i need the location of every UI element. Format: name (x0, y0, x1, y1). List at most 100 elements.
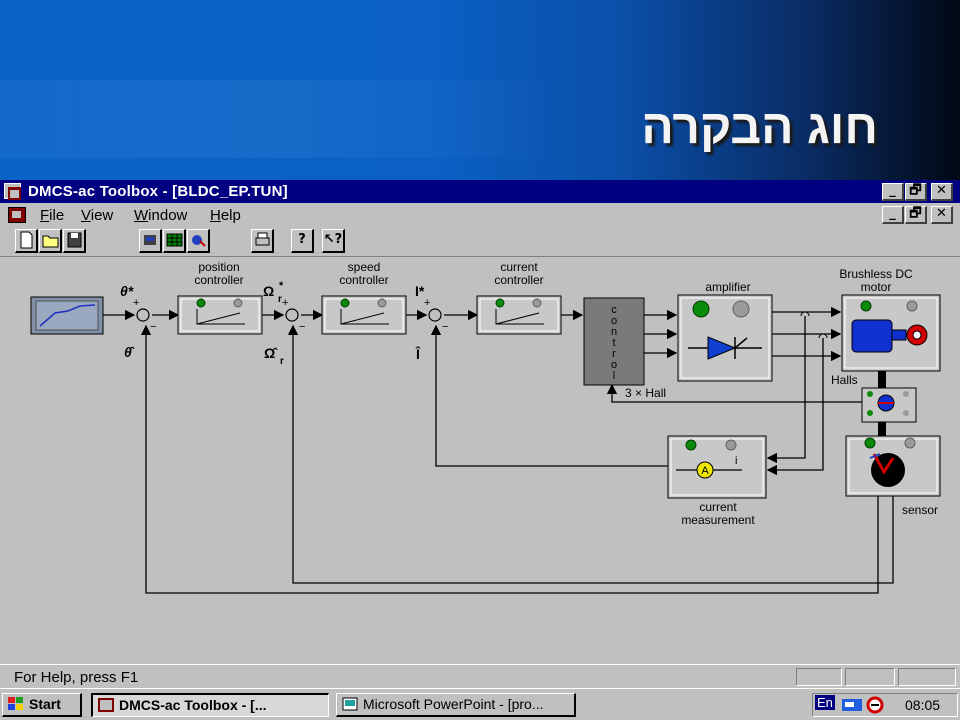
ammeter-label: A (701, 465, 709, 477)
menu-bar: File View Window Help _ 🗗 ✕ (0, 203, 960, 227)
current-measurement-i: i (735, 455, 737, 467)
wire-current-feedback (430, 324, 668, 467)
doc-minimize-button[interactable]: _ (882, 206, 904, 224)
sum-junction-current (428, 308, 442, 322)
status-help-text: For Help, press F1 (14, 669, 139, 686)
svg-text:*: * (279, 280, 284, 292)
language-indicator[interactable]: En (815, 695, 835, 710)
wire-halls-to-control (606, 383, 862, 403)
close-button[interactable]: ✕ (931, 183, 953, 201)
speed-controller-block (321, 295, 407, 335)
menu-help-label: elp (220, 207, 241, 224)
slide-header-band (0, 80, 960, 158)
app-icon[interactable] (4, 183, 21, 200)
sign-minus: − (150, 321, 156, 333)
amplifier-led-off (732, 300, 750, 318)
motor-shaft (878, 368, 886, 478)
minimize-button[interactable]: _ (882, 183, 904, 201)
motor-icon (851, 319, 893, 353)
title-bar[interactable]: DMCS-ac Toolbox - [BLDC_EP.TUN] _ 🗗 ✕ (0, 180, 960, 203)
window-title: DMCS-ac Toolbox - [BLDC_EP.TUN] (28, 183, 288, 200)
menu-file-label: ile (49, 207, 65, 224)
svg-text:t: t (612, 337, 615, 349)
sign-minus: − (442, 321, 448, 333)
restore-button[interactable]: 🗗 (905, 183, 927, 201)
wire-position-feedback (140, 324, 879, 594)
label-theta-ref: θ* (120, 283, 134, 299)
doc-close-button[interactable]: ✕ (931, 206, 953, 224)
label-omega-ref-sub: r (278, 294, 282, 305)
menu-view[interactable]: View (81, 207, 113, 224)
motor-label-1: Brushless DC (839, 267, 913, 281)
label-omega-ref: Ω (263, 283, 274, 299)
menu-file[interactable]: File (40, 207, 64, 224)
context-help-icon[interactable]: ↖? (322, 229, 345, 253)
menu-help-accel: H (210, 207, 221, 224)
tray-app-icon[interactable] (865, 696, 885, 714)
tune-icon[interactable] (187, 229, 210, 253)
svg-text:o: o (611, 359, 617, 371)
sign-plus: + (133, 297, 139, 309)
svg-text:l: l (613, 370, 615, 382)
task-powerpoint-label: Microsoft PowerPoint - [pro... (363, 696, 544, 712)
connect-icon[interactable] (139, 229, 162, 253)
ammeter-icon (696, 461, 714, 479)
dmcs-app-icon (98, 698, 114, 712)
amplifier-block (677, 294, 773, 382)
speed-controller-label-2: controller (339, 273, 388, 287)
svg-text:n: n (611, 326, 617, 338)
task-powerpoint[interactable]: Microsoft PowerPoint - [pro... (336, 693, 576, 717)
position-controller-block (177, 295, 263, 335)
sum-junction-speed (285, 308, 299, 322)
current-measurement-label-2: measurement (681, 513, 755, 527)
slide-title: חוג הבקרה (641, 101, 878, 154)
label-current-hat: Î (415, 345, 421, 362)
amplifier-label: amplifier (705, 280, 750, 294)
speed-controller-label-1: speed (348, 260, 381, 274)
clock[interactable]: 08:05 (905, 697, 941, 713)
diode-icon (707, 336, 737, 360)
sign-plus: + (424, 297, 430, 309)
control-block: con trol (583, 297, 645, 386)
position-controller-label-2: controller (194, 273, 243, 287)
powerpoint-icon (342, 697, 358, 711)
menu-help[interactable]: Help (210, 207, 241, 224)
wire-crossing (800, 311, 810, 317)
current-controller-label-1: current (500, 260, 538, 274)
motor-label-2: motor (861, 280, 892, 294)
open-folder-icon[interactable] (39, 229, 62, 253)
task-dmcs-toolbox[interactable]: DMCS-ac Toolbox - [... (91, 693, 329, 717)
status-pane (845, 668, 895, 686)
help-icon[interactable]: ? (291, 229, 314, 253)
menu-view-accel: V (81, 207, 91, 224)
motor-block (841, 294, 941, 372)
sum-junction-position (136, 308, 150, 322)
status-pane (796, 668, 842, 686)
windows-logo-icon (8, 697, 23, 710)
wire-meas-phase-2 (766, 338, 824, 476)
status-pane (898, 668, 956, 686)
label-current-ref: I* (415, 283, 425, 299)
hall-bus-label: 3 × Hall (625, 386, 666, 400)
diagram-canvas: + − + − + − θ* θ̂ Ω r * Ω̂ r I* Î (0, 258, 960, 664)
grid-icon[interactable] (163, 229, 186, 253)
svg-text:o: o (611, 315, 617, 327)
print-icon[interactable] (251, 229, 274, 253)
status-bar: For Help, press F1 (0, 664, 960, 688)
label-theta-hat: θ̂ (124, 344, 135, 360)
svg-text:c: c (611, 304, 617, 316)
doc-restore-button[interactable]: 🗗 (905, 206, 927, 224)
svg-text:r: r (612, 348, 616, 360)
network-icon[interactable] (841, 696, 863, 714)
wire-crossing (818, 333, 828, 339)
start-label: Start (29, 696, 61, 712)
amplifier-led-on (692, 300, 710, 318)
sign-minus: − (299, 321, 305, 333)
document-icon[interactable] (8, 207, 26, 223)
start-button[interactable]: Start (2, 693, 82, 717)
menu-window-label: indow (148, 207, 188, 224)
save-disk-icon[interactable] (63, 229, 86, 253)
current-measurement-label-1: current (699, 500, 737, 514)
menu-window[interactable]: Window (134, 207, 187, 224)
new-file-icon[interactable] (15, 229, 38, 253)
